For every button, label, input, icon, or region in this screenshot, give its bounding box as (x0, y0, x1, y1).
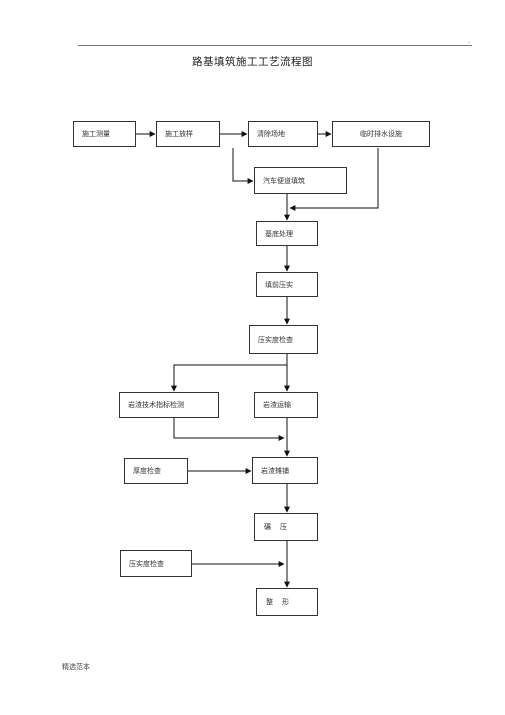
node-survey: 施工测量 (73, 121, 136, 147)
node-compaction-check-1: 压实度检查 (249, 325, 318, 354)
node-clearing: 清除场地 (248, 121, 318, 147)
node-compaction-check-2: 压实度检查 (120, 550, 192, 577)
node-tech-index-test-label: 岩渣技术指标检测 (128, 401, 184, 409)
header-mark: . (468, 38, 470, 45)
node-transport: 岩渣运输 (254, 392, 318, 418)
header-rule (78, 45, 472, 46)
node-thickness-check: 厚度检查 (124, 458, 188, 484)
node-haul-road: 汽车便道填筑 (254, 167, 347, 194)
node-spreading-label: 岩渣摊铺 (261, 466, 289, 475)
node-transport-label: 岩渣运输 (263, 401, 291, 409)
edge-check1-tech (171, 354, 288, 392)
node-fill-compact: 填前压实 (256, 272, 318, 297)
node-drainage-label: 临时排水设施 (360, 130, 402, 138)
node-compaction-check-2-label: 压实度检查 (129, 559, 164, 568)
edge-tech-spreading (173, 418, 285, 441)
edge-drainage-base (289, 148, 379, 211)
node-fill-compact-label: 填前压实 (265, 280, 293, 289)
node-base-treatment-label: 基底处理 (265, 229, 293, 238)
node-compaction-check-1-label: 压实度检查 (258, 335, 293, 344)
node-base-treatment: 基底处理 (256, 221, 318, 246)
node-stakeout: 施工放样 (156, 121, 220, 147)
node-rolling-label: 碾压 (264, 523, 296, 531)
footer-text: 精选范本 (62, 663, 90, 671)
node-thickness-check-label: 厚度检查 (133, 467, 161, 475)
node-rolling: 碾压 (254, 513, 318, 541)
node-clearing-label: 清除场地 (257, 130, 285, 138)
node-survey-label: 施工测量 (82, 130, 110, 138)
node-shaping-label: 整形 (266, 598, 298, 606)
node-shaping: 整形 (256, 588, 318, 616)
edge-clearing-haulroad (232, 148, 254, 184)
node-stakeout-label: 施工放样 (165, 130, 193, 138)
node-drainage: 临时排水设施 (332, 121, 430, 147)
node-spreading: 岩渣摊铺 (252, 457, 318, 484)
page-title: 路基填筑施工工艺流程图 (192, 56, 313, 68)
node-haul-road-label: 汽车便道填筑 (263, 176, 305, 185)
node-tech-index-test: 岩渣技术指标检测 (119, 392, 219, 418)
